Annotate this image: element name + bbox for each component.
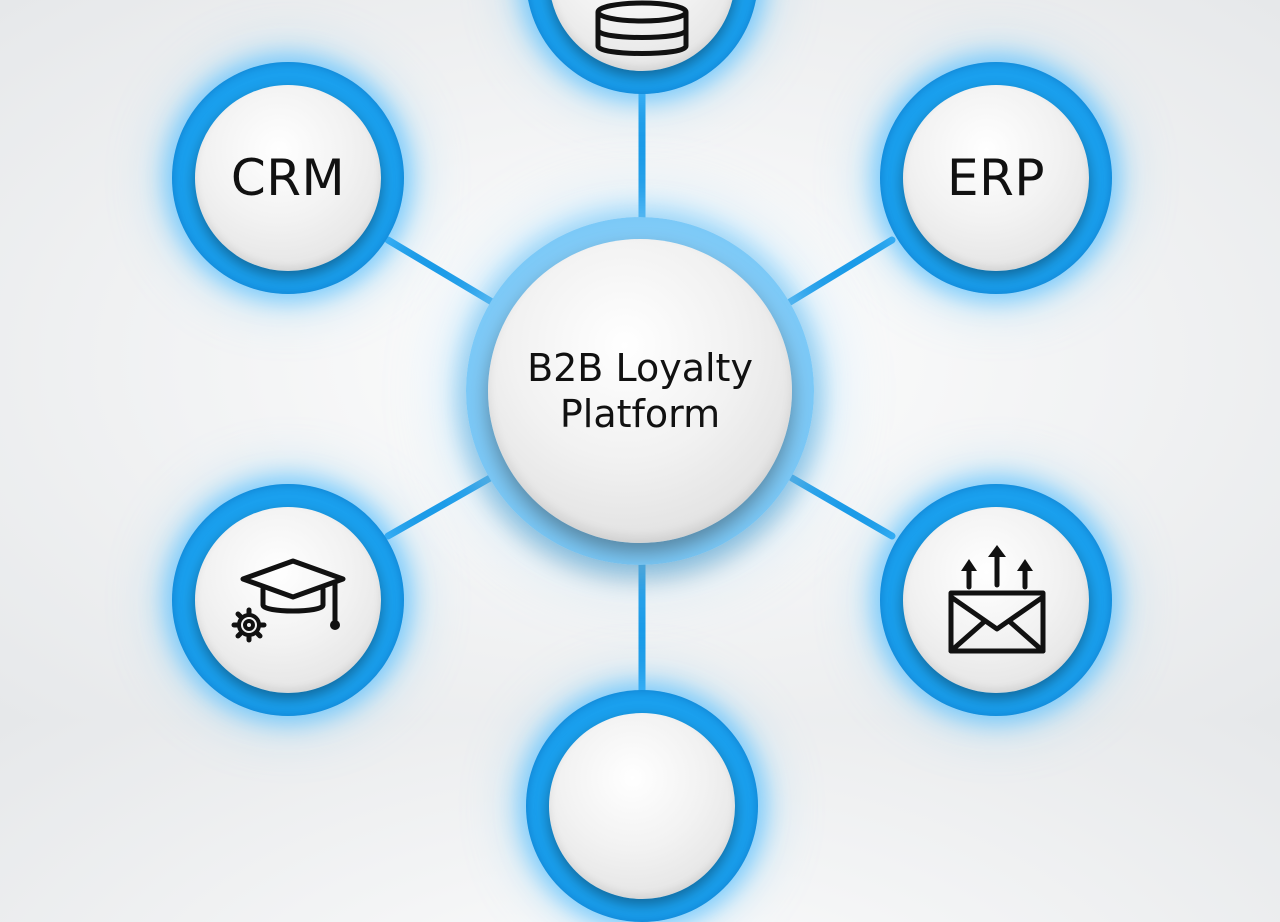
node-erp-label: ERP <box>947 149 1045 207</box>
node-email <box>880 484 1112 716</box>
database-icon <box>592 0 692 60</box>
hub-node: B2B Loyalty Platform <box>466 217 814 565</box>
connector-email <box>788 474 896 540</box>
node-erp: ERP <box>880 62 1112 294</box>
node-erp-face: ERP <box>903 85 1089 271</box>
integration-diagram: CRM ERP B2B Loyalty Platform <box>172 0 1112 922</box>
node-bottom-face <box>549 713 735 899</box>
connector-crm <box>384 236 496 306</box>
node-bottom <box>526 690 758 922</box>
node-training <box>172 484 404 716</box>
node-training-face <box>195 507 381 693</box>
graduation-cap-gear-icon <box>223 555 353 645</box>
connector-erp <box>786 236 896 306</box>
node-database-face <box>549 0 735 71</box>
hub-label-line1: B2B Loyalty <box>527 346 753 390</box>
connector-education <box>384 474 494 540</box>
node-email-face <box>903 507 1089 693</box>
node-crm: CRM <box>172 62 404 294</box>
hub-face: B2B Loyalty Platform <box>488 239 792 543</box>
connector-lines <box>384 80 896 704</box>
envelope-upload-icon <box>941 545 1051 655</box>
node-crm-label: CRM <box>230 149 346 207</box>
node-crm-face: CRM <box>195 85 381 271</box>
hub-label-line2: Platform <box>559 392 721 436</box>
